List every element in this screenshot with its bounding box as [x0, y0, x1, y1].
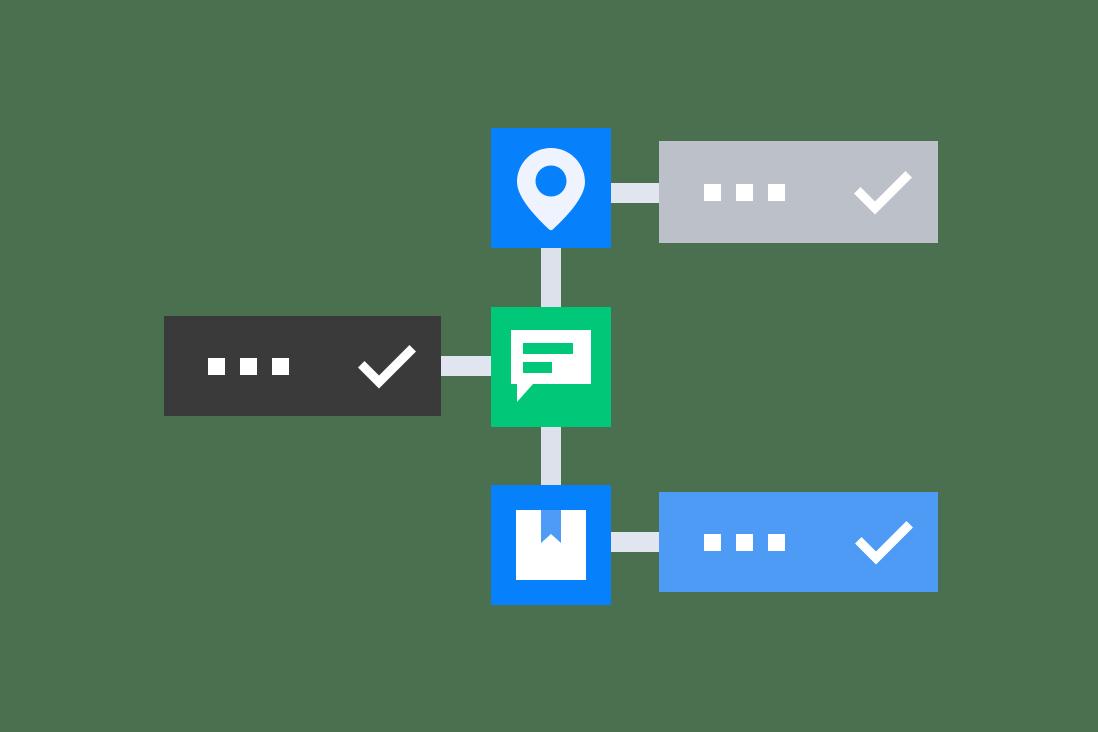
connector-dark-to-chat	[440, 356, 493, 376]
placeholder-dot	[768, 533, 785, 551]
node-location-tile[interactable]	[491, 128, 611, 248]
placeholder-dot	[704, 183, 721, 201]
placeholder-dot	[704, 533, 721, 551]
bar-message[interactable]	[164, 316, 441, 416]
placeholder-dot	[208, 357, 225, 375]
placeholder-dot	[736, 183, 753, 201]
bar-location-dots	[704, 183, 785, 201]
bar-location[interactable]	[659, 141, 938, 243]
placeholder-dot	[272, 357, 289, 375]
placeholder-dot	[768, 183, 785, 201]
bar-message-dots	[208, 357, 289, 375]
bar-bookmark-dots	[704, 533, 785, 551]
connector-pin-to-chat	[541, 247, 561, 309]
connector-chat-to-book	[541, 426, 561, 487]
connector-pin-to-gray	[611, 183, 661, 203]
connector-book-to-blue	[611, 532, 661, 552]
checkmark-icon	[851, 518, 917, 566]
bar-bookmark[interactable]	[659, 492, 938, 592]
node-message-tile[interactable]	[491, 307, 611, 427]
checkmark-icon	[354, 342, 420, 390]
node-bookmark-tile[interactable]	[491, 485, 611, 605]
placeholder-dot	[736, 533, 753, 551]
checkmark-icon	[850, 168, 916, 216]
placeholder-dot	[240, 357, 257, 375]
